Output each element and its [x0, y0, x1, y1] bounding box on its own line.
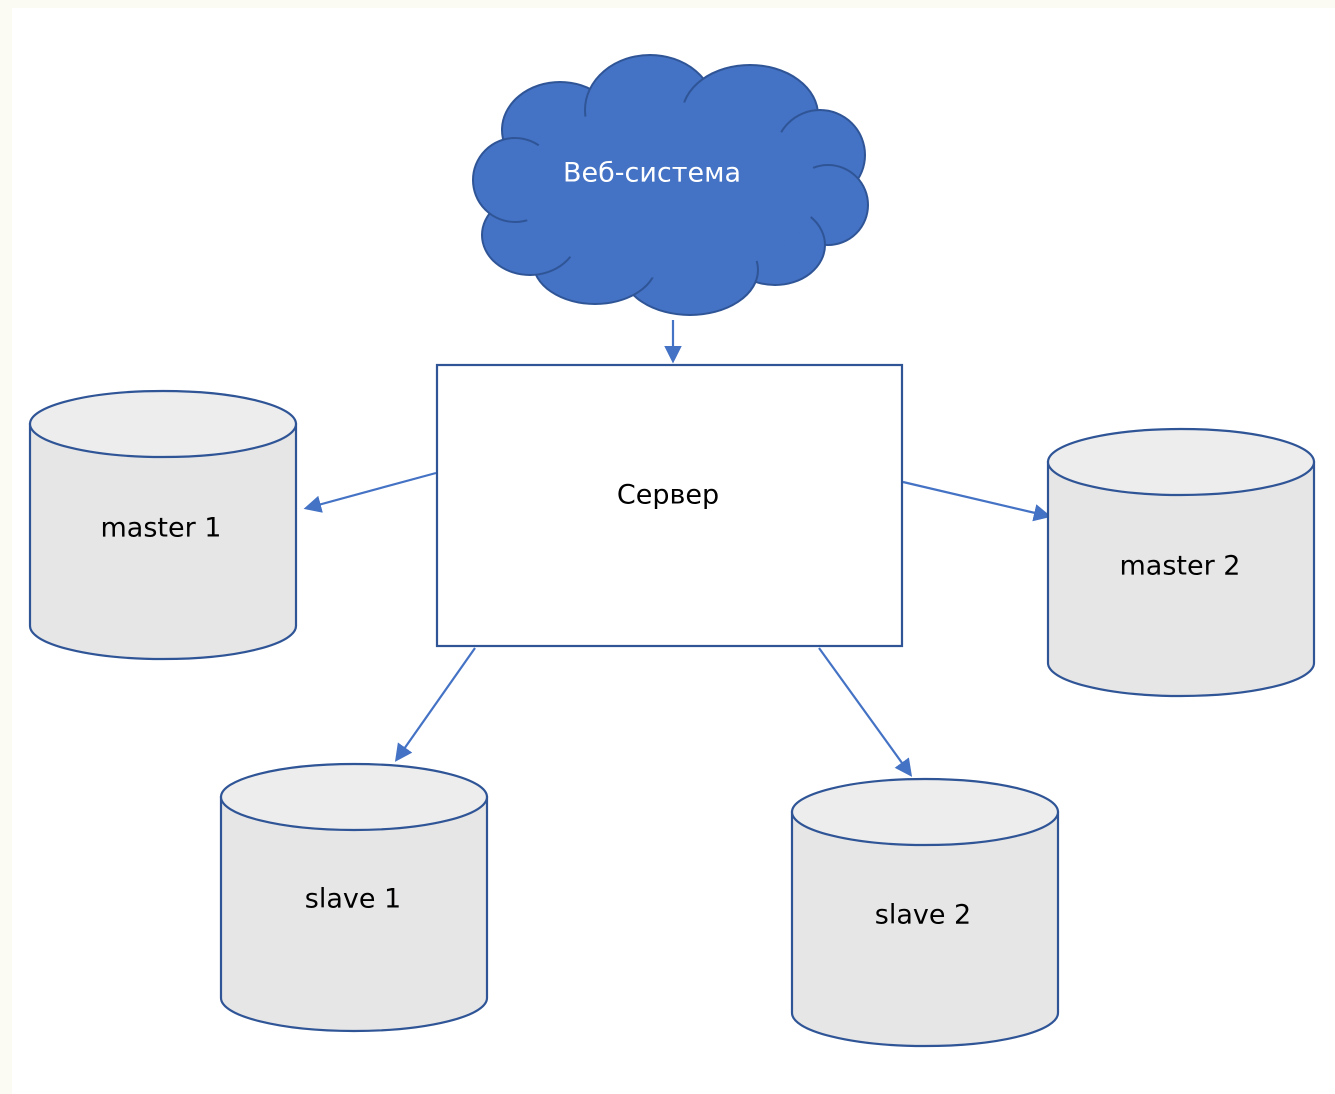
server-label: Сервер [617, 480, 719, 511]
db-slave-2[interactable]: slave 2 [790, 777, 1060, 1048]
server-box[interactable]: Сервер [435, 363, 904, 648]
db-cylinder-top [1046, 427, 1316, 497]
connector-server-slave2 [818, 647, 913, 777]
db-master-1[interactable]: master 1 [28, 389, 298, 661]
db-cylinder-body [1046, 460, 1316, 698]
db-cylinder-body [28, 422, 298, 661]
db-label: slave 2 [875, 900, 971, 931]
connectors [303, 320, 1052, 777]
db-cylinder-top [790, 777, 1060, 847]
db-cylinder-body [219, 795, 489, 1033]
db-cylinder-top [219, 762, 489, 832]
db-cylinder-body [790, 810, 1060, 1048]
cloud-core [518, 102, 818, 278]
connector-server-master1 [303, 471, 437, 513]
db-master-2[interactable]: master 2 [1046, 427, 1316, 698]
server-rect [435, 363, 904, 648]
db-cylinder-top [28, 389, 298, 459]
cloud-web-system[interactable]: Веб-система [472, 54, 869, 316]
connector-server-master2 [902, 480, 1052, 522]
cloud-label: Веб-система [563, 158, 741, 189]
db-label: slave 1 [305, 884, 401, 915]
db-label: master 2 [1120, 551, 1241, 582]
db-label: master 1 [101, 513, 222, 544]
connector-server-slave1 [394, 647, 476, 762]
db-slave-1[interactable]: slave 1 [219, 762, 489, 1033]
